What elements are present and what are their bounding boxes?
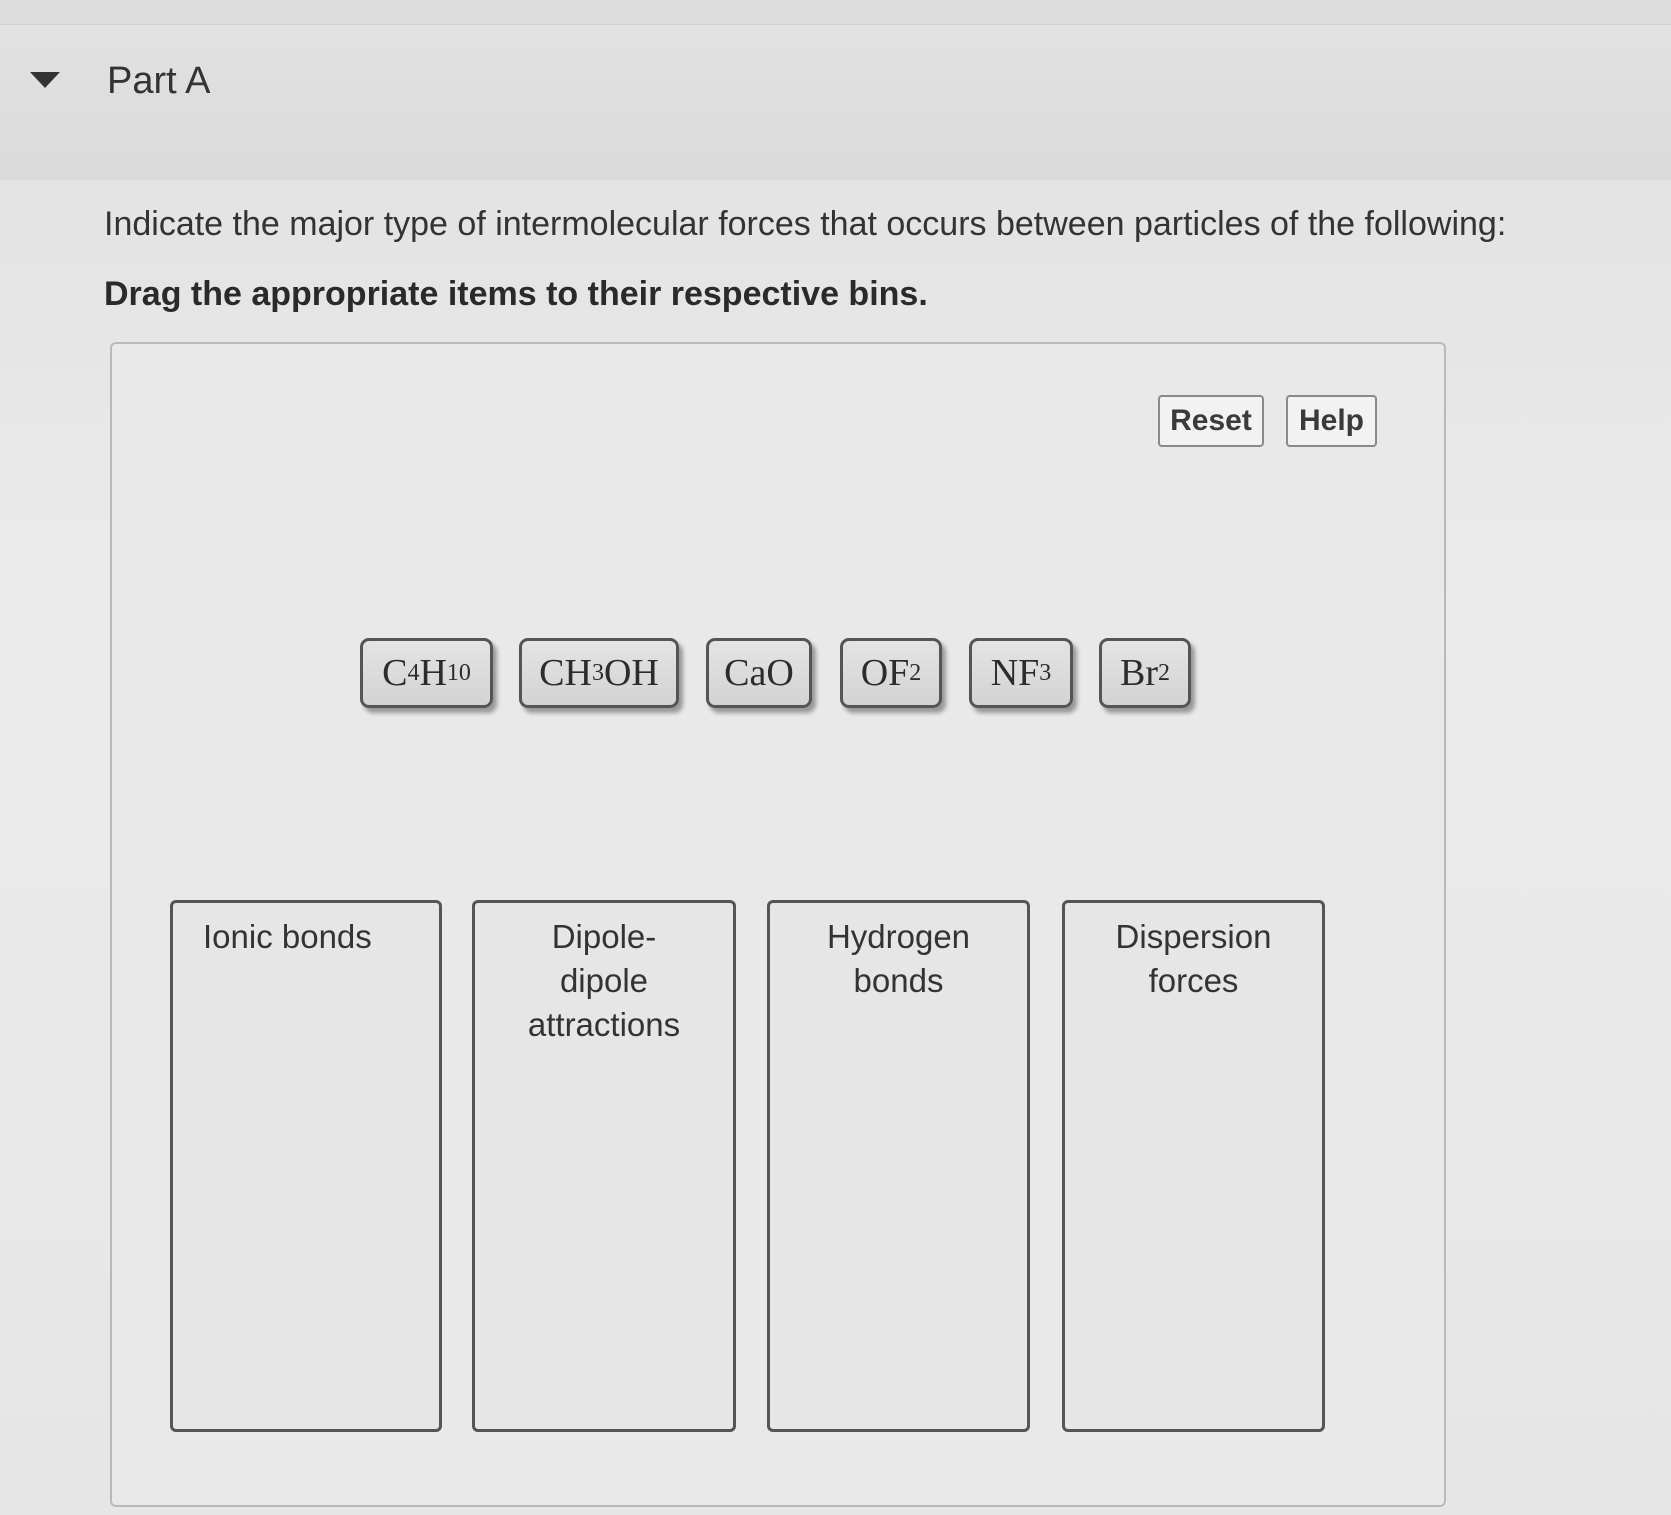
top-divider <box>0 24 1671 25</box>
help-button[interactable]: Help <box>1286 395 1377 447</box>
bin-ionic-bonds[interactable]: Ionic bonds <box>170 900 442 1432</box>
part-header <box>0 25 1671 180</box>
question-text: Indicate the major type of intermolecula… <box>104 205 1507 243</box>
collapse-triangle-icon[interactable] <box>30 72 60 88</box>
token-cao[interactable]: CaO <box>706 638 812 708</box>
reset-button[interactable]: Reset <box>1158 395 1264 447</box>
bin-label: Ionic bonds <box>203 918 372 955</box>
instruction-text: Drag the appropriate items to their resp… <box>104 275 928 313</box>
part-title: Part A <box>107 60 211 102</box>
